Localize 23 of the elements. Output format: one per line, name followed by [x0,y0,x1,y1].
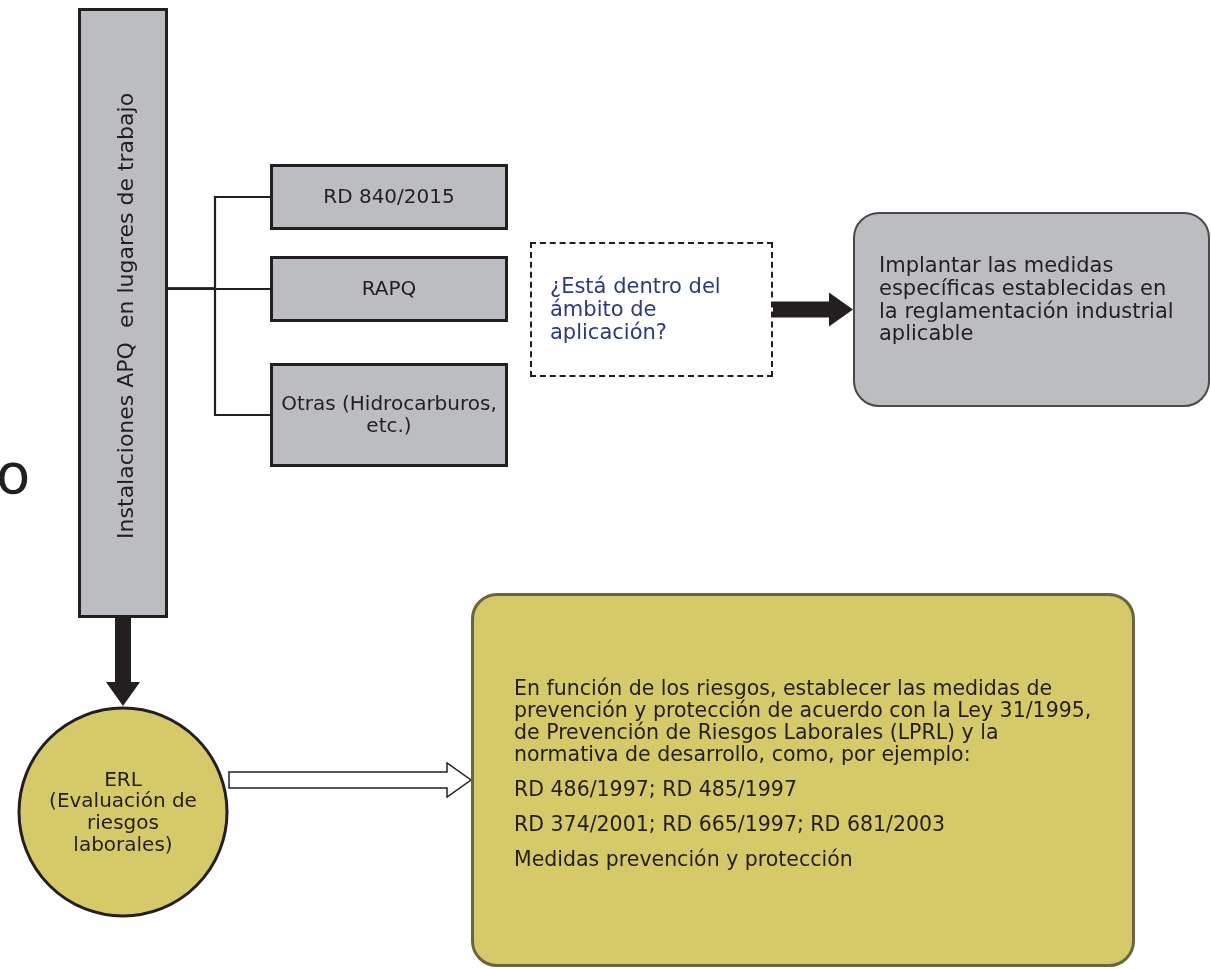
regulation-line: RD 486/1997; RD 485/1997 [513,777,798,800]
question-text: ¿Está dentro del ámbito de aplicación? [549,275,722,344]
regulation-line: RD 374/2001; RD 665/1997; RD 681/2003 [513,812,947,835]
circle-node [17,706,229,918]
box-label: Otras (Hidrocarburos, etc.) [280,393,498,437]
result-box [853,212,1210,407]
circle-label: ERL (Evaluación de riesgos laborales) [48,768,198,856]
result-text: Implantar las medidas específicas establecidas en la reglamentación industrial aplicable [878,254,1175,348]
vertical-label: Instalaciones APQ en lugares de trabajo [114,91,138,541]
block-arrow [773,292,853,327]
question-box [530,242,773,377]
regulation-line: Medidas prevención y protección [513,847,854,870]
hollow-arrow [228,761,473,799]
connector-line [168,287,270,417]
box-label: RAPQ [360,278,418,300]
box-label: RD 840/2015 [322,186,456,208]
process-box [270,363,508,467]
process-box [270,164,508,230]
measures-box [471,593,1135,967]
vertical-box [78,8,168,618]
body-paragraph: En función de los riesgos, establecer las medidas de prevención y protección de acuerdo con la Ley 31/1995, de Prevención de Riesgos Laborales (LPRL) y la normativa de desarrollo, como, por ejemplo: [513,677,1093,766]
block-arrow [106,618,140,706]
process-box [270,256,508,322]
